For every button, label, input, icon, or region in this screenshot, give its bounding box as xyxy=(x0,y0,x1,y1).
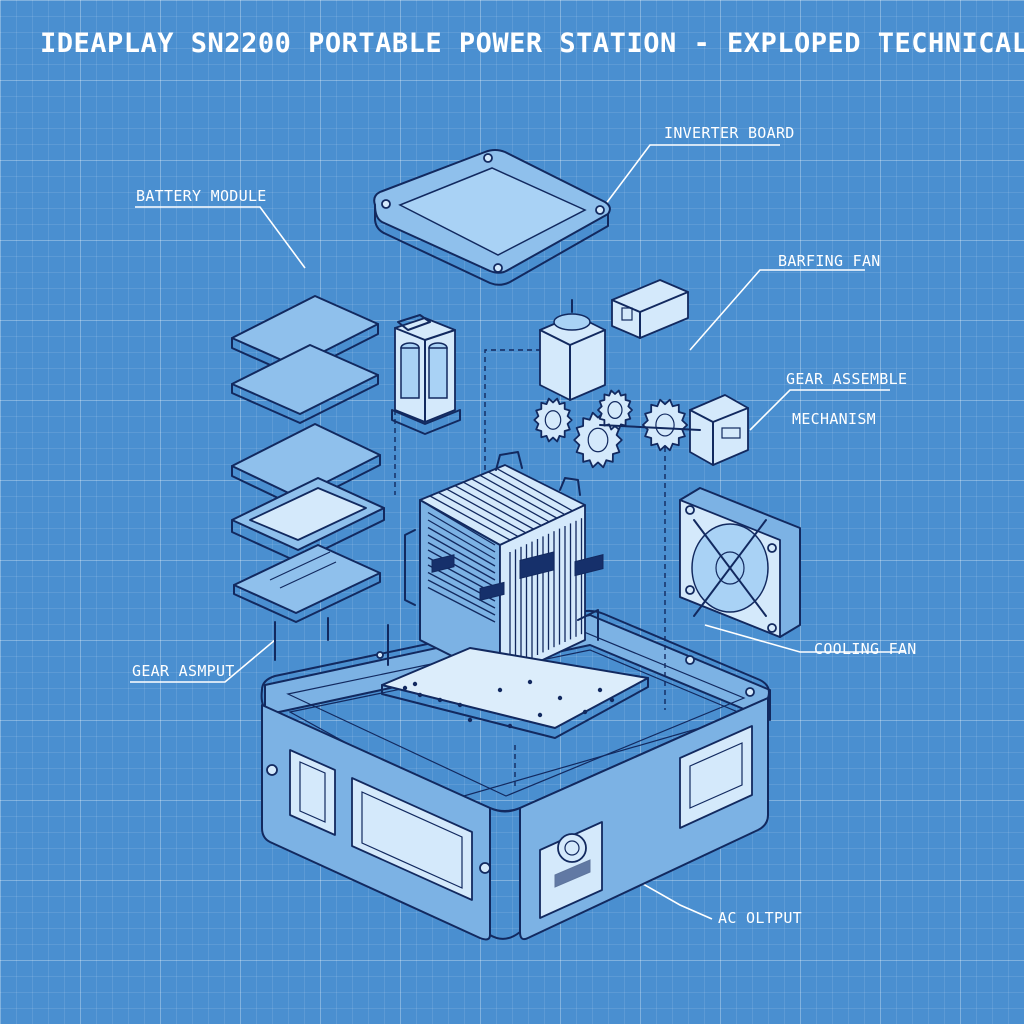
label-inverter-board: INVERTER BOARD xyxy=(664,124,795,142)
capacitor-module xyxy=(391,314,461,435)
label-gear-assemble: GEAR ASSEMBLE xyxy=(786,370,908,388)
leader-cooling-fan xyxy=(704,624,905,653)
motor-gear-assembly xyxy=(533,279,749,469)
label-battery-module: BATTERY MODULE xyxy=(136,187,267,205)
diagram-title: IDEAPLAY SN2200 PORTABLE POWER STATION -… xyxy=(40,28,1024,59)
label-barfing-fan: BARFING FAN xyxy=(778,252,881,270)
leader-gear-asmput xyxy=(130,639,276,683)
leader-barfing-fan xyxy=(689,269,865,351)
battery-module-stack xyxy=(231,295,385,623)
label-mechanism: MECHANISM xyxy=(792,410,876,428)
leader-inverter-board xyxy=(604,144,780,206)
pcb-board xyxy=(381,551,649,739)
label-gear-asmput: GEAR ASMPUT xyxy=(132,662,235,680)
label-cooling-fan: COOLING FAN xyxy=(814,640,917,658)
top-cover-plate xyxy=(373,149,611,286)
housing-enclosure xyxy=(260,609,771,941)
label-ac-output: AC OLTPUT xyxy=(718,909,802,927)
leader-gear-assemble xyxy=(749,389,890,431)
leader-battery-module xyxy=(135,206,306,269)
cooling-fan xyxy=(679,487,801,638)
